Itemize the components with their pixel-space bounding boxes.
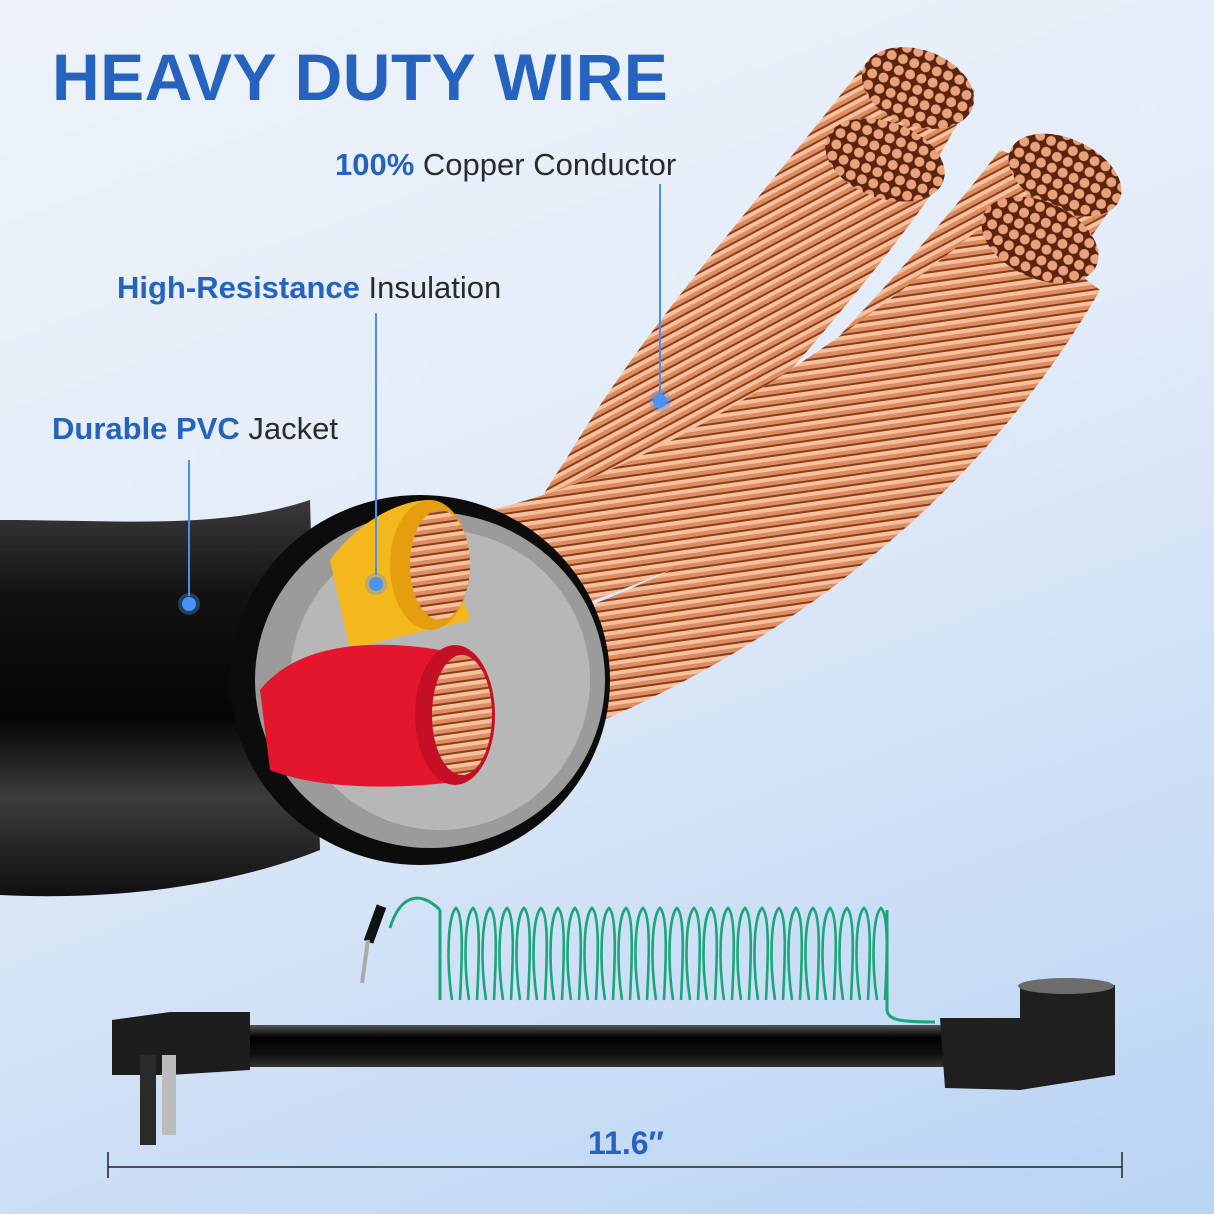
- leader-line-copper: [659, 184, 661, 396]
- callout-text: Jacket: [248, 411, 339, 446]
- callout-text: Insulation: [368, 270, 502, 305]
- callout-highlight: 100%: [335, 147, 415, 182]
- callout-text: Copper Conductor: [422, 147, 677, 182]
- callout-jacket: Durable PVC Jacket: [52, 413, 338, 444]
- page-title: HEAVY DUTY WIRE: [52, 40, 669, 114]
- callout-insulation: High-Resistance Insulation: [117, 272, 501, 303]
- yellow-insulation-icon: [330, 500, 470, 650]
- leader-line-insulation: [375, 313, 377, 575]
- leader-line-jacket: [188, 460, 190, 596]
- callout-highlight: High-Resistance: [117, 270, 360, 305]
- red-insulation-icon: [260, 644, 495, 787]
- callout-highlight: Durable PVC: [52, 411, 240, 446]
- dimension-line: [107, 1152, 1123, 1178]
- callout-copper-conductor: 100% Copper Conductor: [335, 149, 676, 180]
- dimension-label: 11.6″: [588, 1125, 664, 1161]
- appliance-cord-illustration: [112, 896, 1115, 1145]
- marker-dot-insulation: [369, 577, 383, 591]
- marker-dot-jacket: [182, 597, 196, 611]
- marker-dot-copper: [653, 394, 667, 408]
